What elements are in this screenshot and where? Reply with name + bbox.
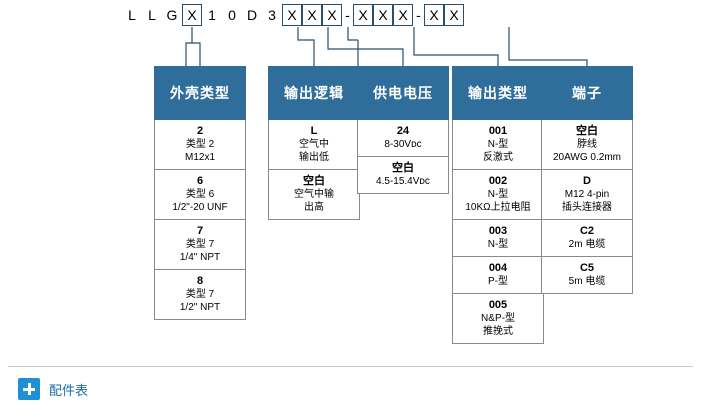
option-description: 空气中 输出低 xyxy=(299,139,329,163)
option-cell: 7 类型 7 1/4" NPT xyxy=(154,220,246,270)
part-number-variable-box: X xyxy=(282,4,302,26)
option-cell: 24 8-30Vᴅᴄ xyxy=(357,120,449,157)
part-number-variable-box: X xyxy=(373,4,393,26)
option-description: P-型 xyxy=(488,276,508,287)
option-code: 001 xyxy=(488,125,508,137)
option-cell: L 空气中 输出低 xyxy=(268,120,360,170)
option-description: 8-30Vᴅᴄ xyxy=(384,139,422,150)
option-description: 类型 7 1/2" NPT xyxy=(179,289,221,313)
accessory-table-label: 配件表 xyxy=(49,382,89,398)
column-header: 输出逻辑 xyxy=(268,66,360,120)
option-cell: 空白空气中输 出高 xyxy=(268,170,360,220)
part-number-variable-box: X xyxy=(424,4,444,26)
option-cell: D M12 4-pin 插头连接器 xyxy=(541,170,633,220)
option-code: 004 xyxy=(488,262,508,274)
option-code: 24 xyxy=(396,125,410,137)
option-description: 脖线 20AWG 0.2mm xyxy=(553,139,621,163)
option-description: 类型 7 1/4" NPT xyxy=(179,239,221,263)
part-number-fixed-char: D xyxy=(246,7,258,23)
plus-icon xyxy=(18,378,40,400)
option-code: 7 xyxy=(196,225,204,237)
option-code: 003 xyxy=(488,225,508,237)
option-description: N-型 xyxy=(487,239,509,250)
option-cell: C2 2m 电缆 xyxy=(541,220,633,257)
option-cell: C5 5m 电缆 xyxy=(541,257,633,294)
part-number-variable-box: X xyxy=(393,4,413,26)
option-description: 4.5-15.4Vᴅᴄ xyxy=(376,176,430,187)
option-code: 空白 xyxy=(576,125,598,137)
part-number-fixed-char: 3 xyxy=(268,7,276,23)
part-number-variable-box: X xyxy=(353,4,373,26)
part-number-variable-box: X xyxy=(302,4,322,26)
option-cell: 空白脖线 20AWG 0.2mm xyxy=(541,120,633,170)
option-description: 类型 2 M12x1 xyxy=(184,139,215,163)
option-description: 2m 电缆 xyxy=(568,239,606,250)
option-description: 5m 电缆 xyxy=(568,276,606,287)
option-code: C5 xyxy=(579,262,595,274)
part-number-variable-box: X xyxy=(322,4,342,26)
part-number-fixed-char: 0 xyxy=(228,7,236,23)
option-code: 005 xyxy=(488,299,508,311)
option-column: 供电电压 24 8-30Vᴅᴄ 空白 4.5-15.4Vᴅᴄ xyxy=(357,66,449,194)
part-number-fixed-char: 1 xyxy=(208,7,216,23)
option-code: C2 xyxy=(579,225,595,237)
option-description: M12 4-pin 插头连接器 xyxy=(562,189,612,213)
divider xyxy=(8,366,693,367)
option-cell: 8 类型 7 1/2" NPT xyxy=(154,270,246,320)
option-code: 空白 xyxy=(392,162,414,174)
part-number-dash: - xyxy=(345,7,350,23)
option-cell: 6 类型 6 1/2"-20 UNF xyxy=(154,170,246,220)
option-code: D xyxy=(583,175,591,187)
column-header: 供电电压 xyxy=(357,66,449,120)
accessory-table-link[interactable]: 配件表 xyxy=(18,378,88,400)
option-column: 外壳类型 2 类型 2 M12x1 6 类型 6 1/2"-20 UNF 7 类型 7 1/… xyxy=(154,66,246,320)
option-description: N-型 反激式 xyxy=(483,139,513,163)
column-header: 端子 xyxy=(541,66,633,120)
option-code: 8 xyxy=(196,275,204,287)
option-code: 002 xyxy=(488,175,508,187)
part-number-fixed-char: L xyxy=(148,7,156,23)
column-header: 输出类型 xyxy=(452,66,544,120)
option-description: N&P-型 推挽式 xyxy=(481,313,515,337)
option-description: 类型 6 1/2"-20 UNF xyxy=(172,189,228,213)
option-cell: 空白 4.5-15.4Vᴅᴄ xyxy=(357,157,449,194)
column-header: 外壳类型 xyxy=(154,66,246,120)
part-number-fixed-char: L xyxy=(128,7,136,23)
option-code: 空白 xyxy=(303,175,325,187)
option-description: 空气中输 出高 xyxy=(294,189,334,213)
part-number-dash: - xyxy=(416,7,421,23)
option-code: 6 xyxy=(196,175,204,187)
option-code: L xyxy=(310,125,318,137)
option-description: N-型 10KΩ上拉电阻 xyxy=(465,189,531,213)
option-cell: 2 类型 2 M12x1 xyxy=(154,120,246,170)
part-number-variable-box: X xyxy=(182,4,202,26)
part-number-fixed-char: G xyxy=(166,7,178,23)
part-number-variable-box: X xyxy=(444,4,464,26)
option-code: 2 xyxy=(196,125,204,137)
option-column: 输出逻辑 L 空气中 输出低空白空气中输 出高 xyxy=(268,66,360,220)
